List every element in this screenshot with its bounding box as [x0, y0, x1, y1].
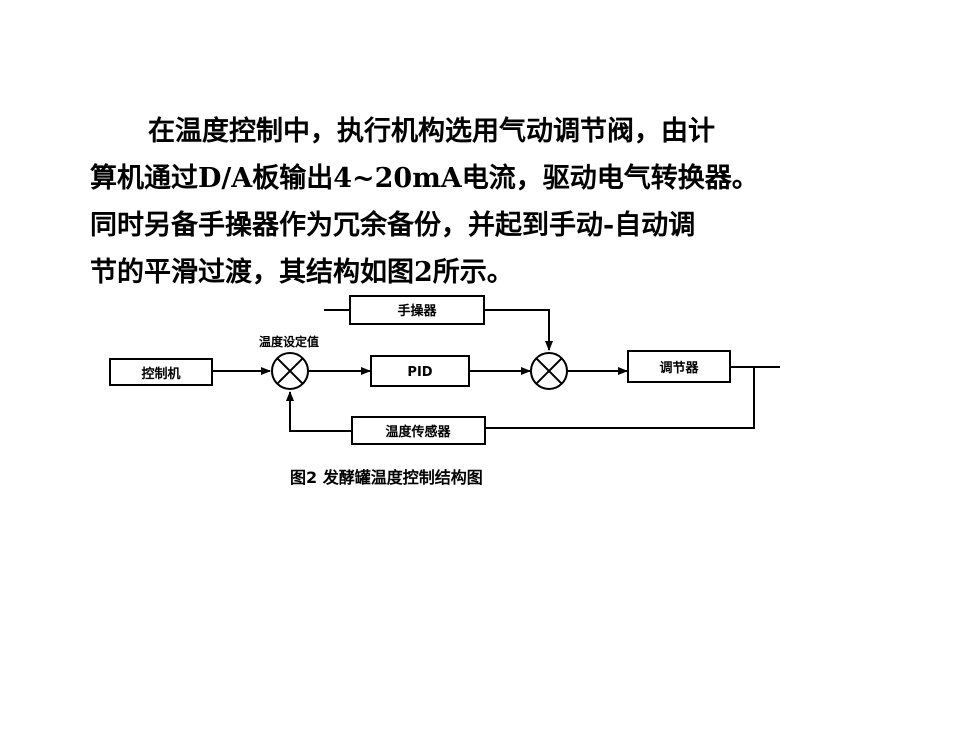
summing-junction-1	[271, 352, 309, 390]
wire-output-to-sensor	[485, 367, 755, 429]
controller-label: 控制机	[141, 366, 180, 382]
wire-sensor-to-sum1	[286, 391, 352, 432]
temperature-sensor-block: 温度传感器	[351, 416, 486, 445]
paragraph-line-4: 节的平滑过渡，其结构如图2所示。	[90, 257, 514, 288]
pid-label: PID	[407, 365, 432, 380]
pid-block: PID	[370, 355, 470, 387]
description-paragraph: 在温度控制中，执行机构选用气动调节阀，由计 算机通过D/A板输出4~20mA电流…	[90, 108, 810, 296]
controller-block: 控制机	[109, 358, 213, 386]
figure-caption: 图2 发酵罐温度控制结构图	[290, 468, 483, 487]
signal-wires	[212, 309, 780, 432]
paragraph-line-2: 算机通过D/A板输出4~20mA电流，驱动电气转换器。	[90, 163, 759, 194]
regulator-block: 调节器	[627, 350, 731, 383]
wire-manual-to-sum2	[484, 309, 553, 351]
paragraph-line-3: 同时另备手操器作为冗余备份，并起到手动-自动调	[90, 210, 696, 241]
summing-junction-2	[530, 352, 568, 390]
paragraph-line-1: 在温度控制中，执行机构选用气动调节阀，由计	[148, 116, 715, 147]
regulator-label: 调节器	[659, 360, 699, 376]
temperature-sensor-label: 温度传感器	[385, 424, 451, 440]
manual-operator-block: 手操器	[349, 295, 485, 325]
setpoint-label: 温度设定值	[259, 334, 319, 349]
manual-operator-label: 手操器	[397, 303, 437, 319]
